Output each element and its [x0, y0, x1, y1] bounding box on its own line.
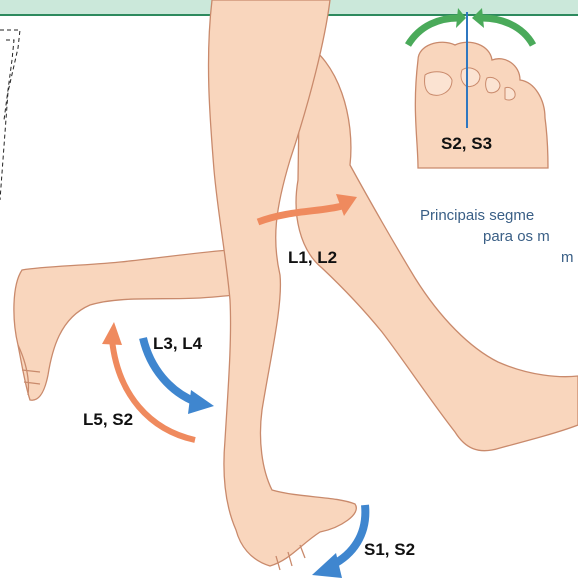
caption-line-3: m: [561, 247, 574, 268]
dashed-outline-fragment: [0, 30, 20, 200]
knee-flexion-label: L5, S2: [83, 410, 133, 430]
toe-dermatome-label: S2, S3: [441, 134, 492, 154]
caption-line-2: para os m: [483, 226, 550, 247]
flexed-leg: [14, 250, 262, 400]
knee-extension-label: L3, L4: [153, 334, 202, 354]
caption-line-1: Principais segme: [420, 205, 534, 226]
ankle-label: S1, S2: [364, 540, 415, 560]
hip-flexion-label: L1, L2: [288, 248, 337, 268]
